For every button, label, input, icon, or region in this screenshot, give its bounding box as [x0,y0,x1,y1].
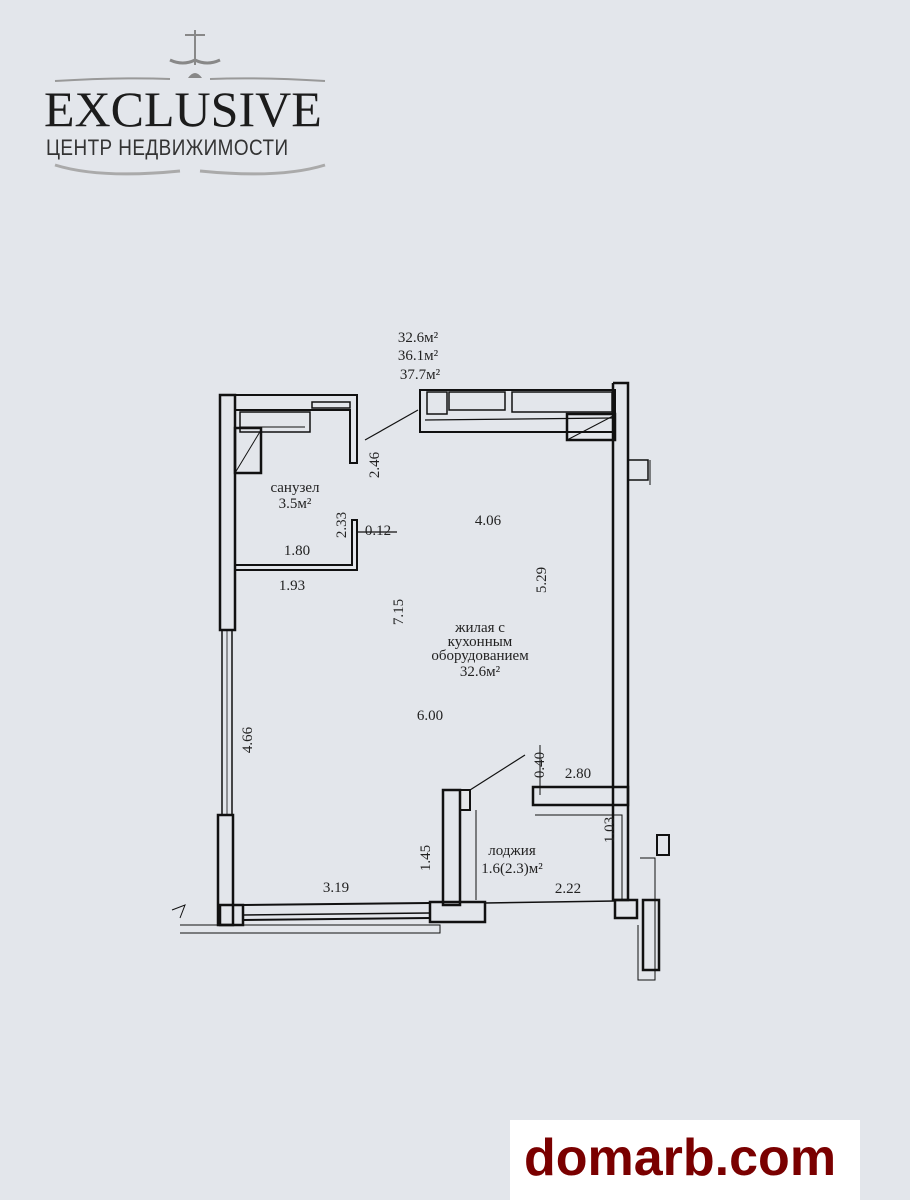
watermark-text: domarb.com [524,1129,837,1187]
dim-2-22: 2.22 [555,881,581,897]
logo-ornament [54,77,326,176]
dim-2-80: 2.80 [565,766,591,782]
logo-title: EXCLUSIVE [44,81,322,137]
dim-2-33: 2.33 [334,512,350,538]
living-label-2: кухонным [448,634,513,650]
dim-1-03: 1.03 [602,817,618,843]
dim-6-00: 6.00 [417,708,443,724]
dim-1-93: 1.93 [279,578,305,594]
labels: 32.6м² 36.1м² 37.7м² санузел 3.5м² жилая… [240,330,618,897]
dim-4-66: 4.66 [240,726,256,753]
dim-2-46: 2.46 [367,451,383,478]
bathroom-area: 3.5м² [279,496,312,512]
area-living: 32.6м² [398,330,439,346]
dim-0-40: 0.40 [532,752,548,778]
loggia-area: 1.6(2.3)м² [481,861,543,877]
watermark: domarb.com [510,1120,860,1200]
walls [171,381,670,981]
scales-icon [169,30,221,78]
area-total: 36.1м² [398,348,439,364]
loggia-label: лоджия [488,843,536,859]
dim-7-15: 7.15 [391,599,407,625]
area-total-loggia: 37.7м² [400,367,441,383]
dim-1-45: 1.45 [418,845,434,871]
logo-subtitle: ЦЕНТР НЕДВИЖИМОСТИ [46,135,289,160]
dim-0-12: 0.12 [365,523,391,539]
dim-3-19: 3.19 [323,880,349,896]
bathroom-label: санузел [270,480,320,496]
living-area: 32.6м² [460,664,501,680]
living-label-1: жилая с [454,620,505,636]
living-label-3: оборудованием [431,648,529,664]
dim-1-80: 1.80 [284,543,310,559]
dim-4-06: 4.06 [475,513,502,529]
dim-5-29: 5.29 [534,567,550,593]
